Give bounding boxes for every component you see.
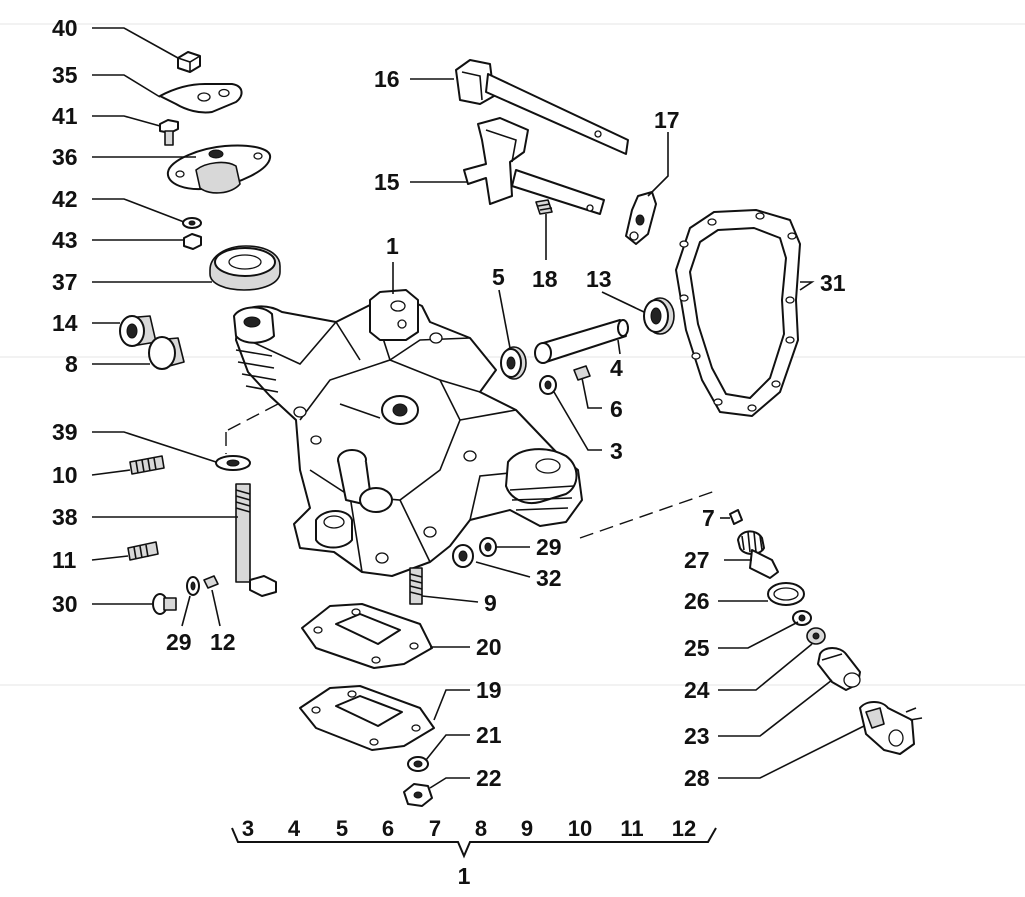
callout-43: 43: [52, 227, 78, 253]
part-36-mount: [166, 144, 272, 194]
part-15-shift-fork: [463, 117, 605, 215]
callout-19: 19: [476, 677, 502, 703]
part-21-washer: [407, 756, 429, 772]
callout-10: 10: [52, 462, 78, 488]
part-19-mount-plate: [299, 685, 435, 751]
part-30-plug: [152, 593, 177, 615]
part-32-nut: [452, 544, 474, 568]
callout-24: 24: [684, 677, 710, 703]
bracket-number: 9: [521, 816, 533, 841]
bracket-number: 12: [672, 816, 696, 841]
part-37-ring: [209, 245, 281, 291]
callout-16: 16: [374, 66, 400, 92]
part-12-screw: [203, 575, 219, 589]
callout-31: 31: [820, 270, 846, 296]
callout-40: 40: [52, 15, 78, 41]
part-18-pin: [535, 199, 553, 215]
part-29-washer-center: [479, 537, 497, 557]
part-6-pin: [573, 365, 591, 381]
callout-37: 37: [52, 269, 78, 295]
part-27-gear-shaft: [737, 530, 779, 579]
part-31-gasket: [675, 209, 801, 417]
part-41-bolt: [159, 119, 179, 146]
callout-3: 3: [610, 438, 623, 464]
part-9-stud: [409, 567, 423, 605]
callout-25: 25: [684, 635, 710, 661]
bracket-assembly-label: 1: [458, 863, 471, 889]
callout-26: 26: [684, 588, 710, 614]
callout-38: 38: [52, 504, 78, 530]
part-43-nut: [183, 233, 202, 250]
callout-4: 4: [610, 355, 623, 381]
part-17-lever: [625, 191, 657, 245]
callout-12-left: 12: [210, 629, 236, 655]
part-26-o-ring: [767, 582, 805, 606]
bracket-number: 10: [568, 816, 592, 841]
bracket-number: 8: [475, 816, 487, 841]
part-35-bracket: [159, 83, 243, 114]
callout-21: 21: [476, 722, 502, 748]
part-14-bearing: [119, 315, 157, 347]
callout-1-top: 1: [386, 233, 399, 259]
callout-29-left: 29: [166, 629, 192, 655]
callout-18: 18: [532, 266, 558, 292]
part-23-sensor-body: [817, 647, 861, 691]
part-42-washer: [182, 217, 202, 229]
callout-7: 7: [702, 505, 715, 531]
callout-11: 11: [52, 547, 77, 573]
callout-13: 13: [586, 266, 612, 292]
bracket-number: 11: [620, 816, 643, 841]
callout-15: 15: [374, 169, 400, 195]
part-29-washer-left: [186, 576, 200, 596]
callout-23: 23: [684, 723, 710, 749]
callout-22: 22: [476, 765, 502, 791]
callout-14: 14: [52, 310, 78, 336]
callout-39: 39: [52, 419, 78, 445]
part-40-nut: [177, 51, 201, 73]
leader-lines: [91, 27, 865, 789]
callout-27: 27: [684, 547, 710, 573]
part-11-stud: [127, 541, 159, 561]
part-1-gearbox-housing: [233, 289, 583, 577]
part-28-connector: [859, 701, 923, 755]
part-22-nut: [403, 783, 433, 807]
part-39-washer: [215, 455, 251, 471]
part-10-stud: [129, 455, 165, 475]
part-20-mount-plate: [301, 603, 433, 669]
part-7-plug: [729, 509, 743, 525]
callout-9: 9: [484, 590, 497, 616]
callout-6: 6: [610, 396, 623, 422]
callout-30: 30: [52, 591, 78, 617]
bracket-number: 3: [242, 816, 254, 841]
part-4-shaft: [534, 319, 629, 364]
callout-20: 20: [476, 634, 502, 660]
part-38-long-bolt: [235, 483, 277, 597]
callout-42: 42: [52, 186, 78, 212]
assembly-dash: [579, 489, 719, 539]
callout-41: 41: [52, 103, 78, 129]
part-16-selector-rod: [455, 59, 629, 155]
callout-28: 28: [684, 765, 710, 791]
callout-32: 32: [536, 565, 562, 591]
bracket-number: 5: [336, 816, 348, 841]
part-24-seal: [806, 627, 826, 645]
bracket-number: 7: [429, 816, 441, 841]
callout-labels: 40 35 41 36 42 43 37 14 8 39 10 38 11 30…: [52, 15, 846, 791]
callout-36: 36: [52, 144, 78, 170]
part-8-bushing: [148, 336, 185, 370]
bracket-number: 6: [382, 816, 394, 841]
part-3-bushing: [539, 375, 557, 395]
part-5-ring: [500, 346, 527, 380]
assembly-bracket: 3 4 5 6 7 8 9 10 11 12 1: [231, 816, 717, 889]
callout-17: 17: [654, 107, 680, 133]
assembly-dash: [227, 403, 279, 431]
part-13-seal: [643, 297, 675, 335]
callout-8: 8: [65, 351, 78, 377]
callout-29-center: 29: [536, 534, 562, 560]
callout-5: 5: [492, 264, 505, 290]
callout-35: 35: [52, 62, 78, 88]
bracket-number: 4: [288, 816, 301, 841]
